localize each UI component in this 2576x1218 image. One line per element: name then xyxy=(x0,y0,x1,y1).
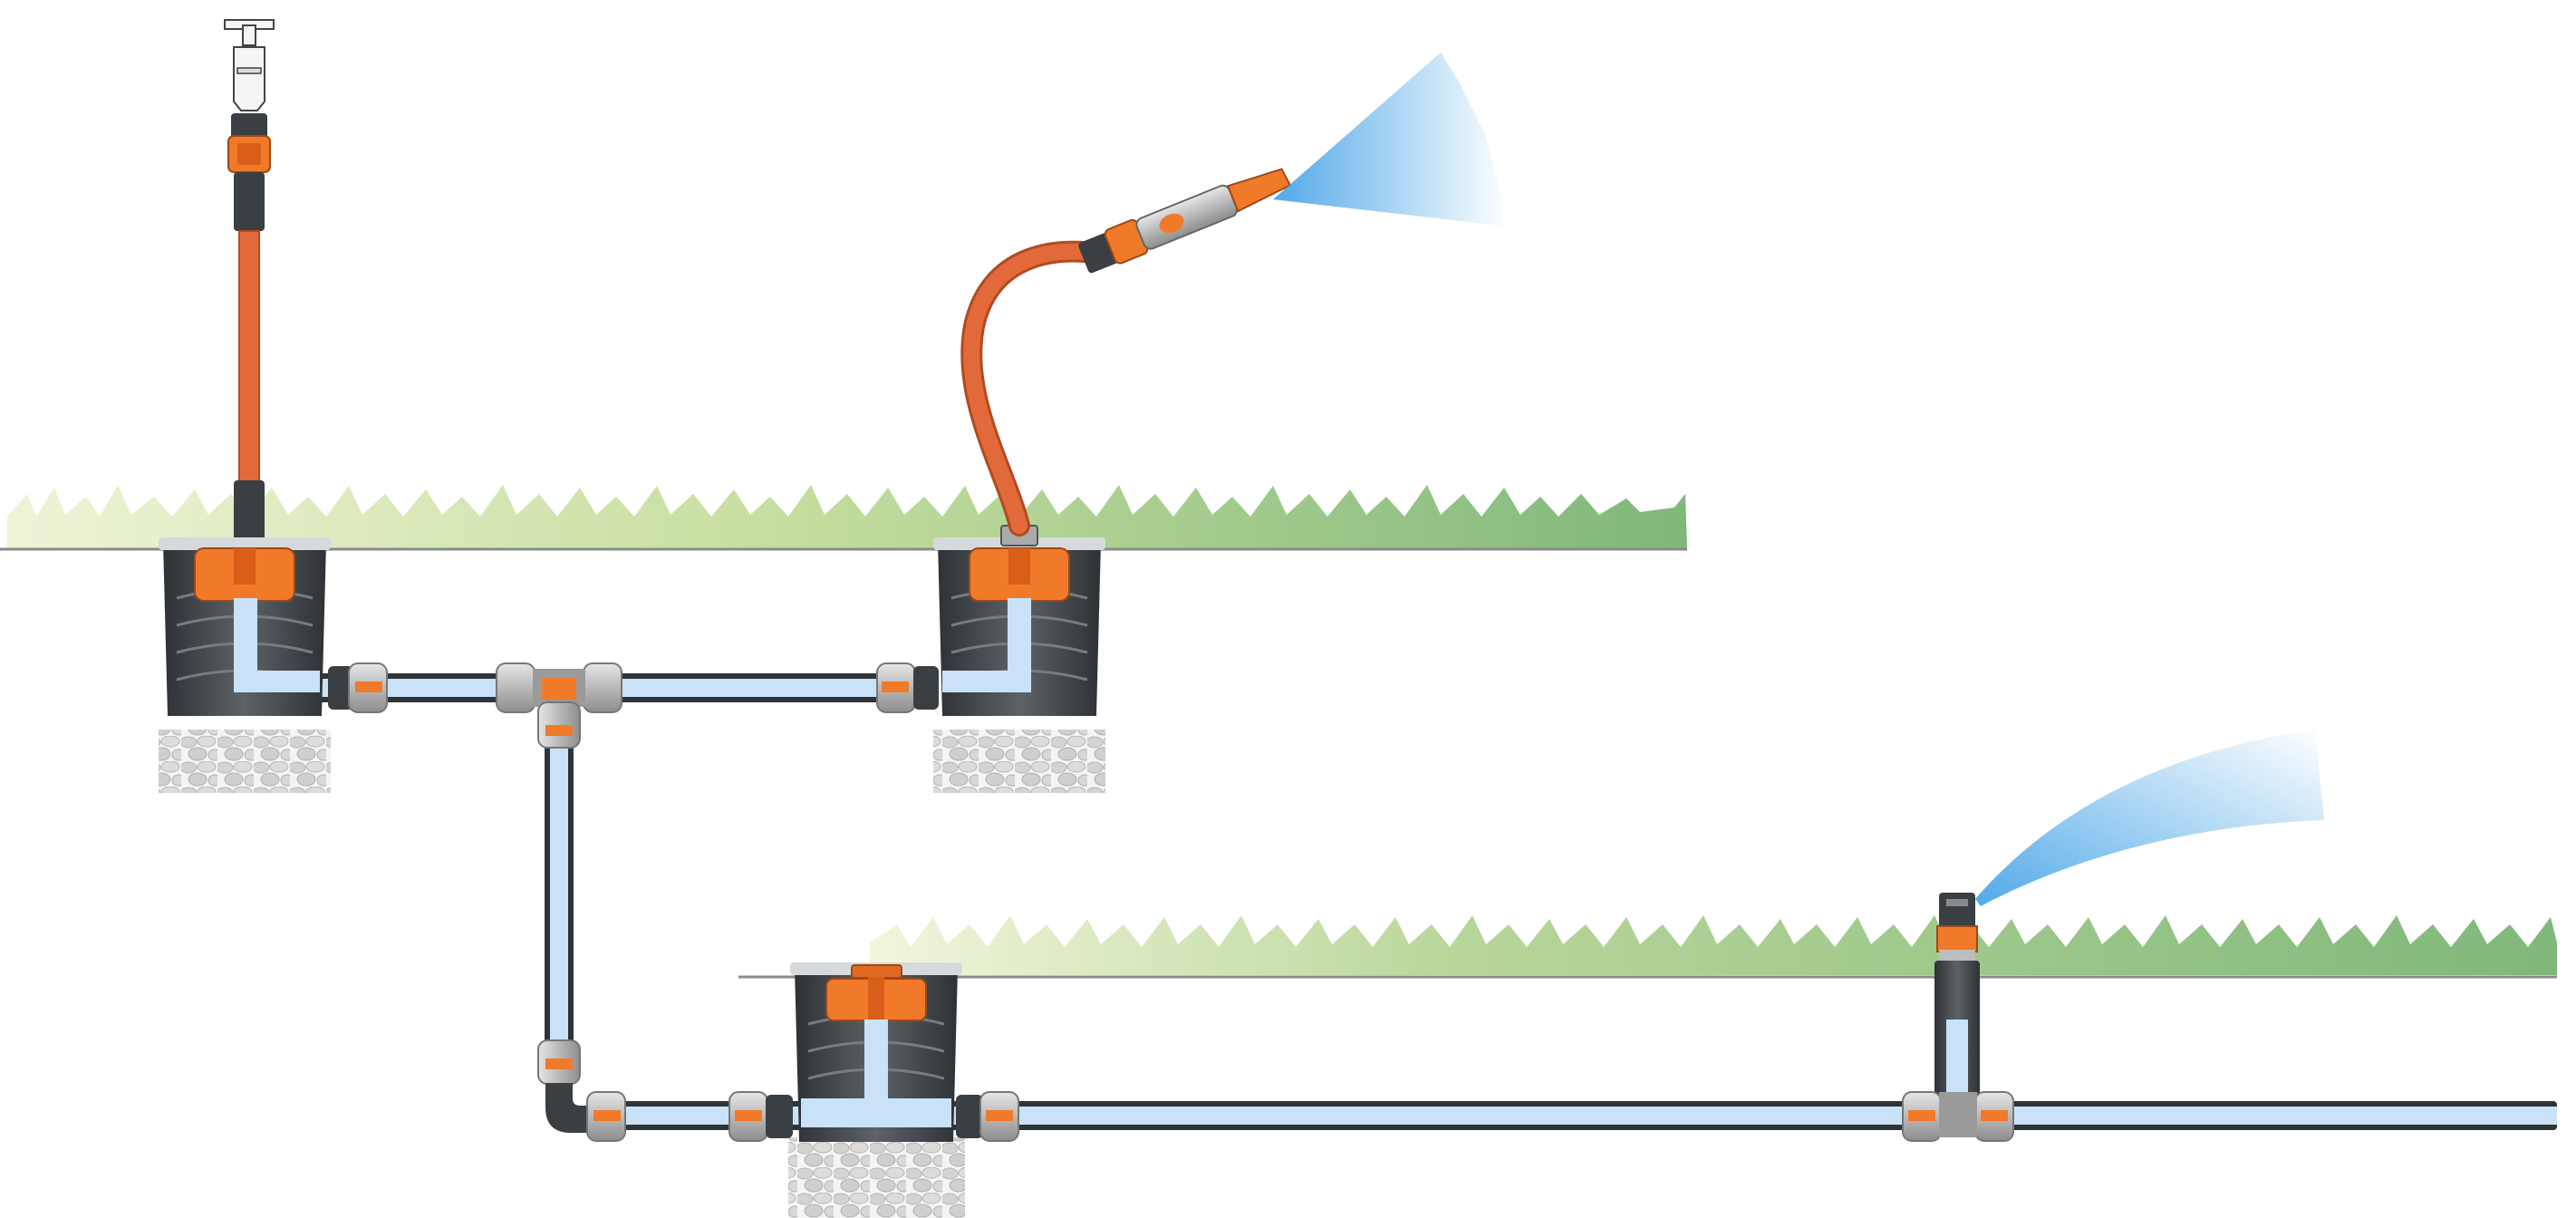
water-spray xyxy=(1273,53,1509,227)
shut-off-valve-box-icon xyxy=(728,962,1019,1218)
gravel-bed-icon xyxy=(933,730,1105,793)
hose-to-tap xyxy=(234,230,265,544)
gravel-bed-icon xyxy=(159,730,331,793)
supply-pipe-lower xyxy=(589,1101,2557,1130)
spray-nozzle-icon xyxy=(1078,168,1292,274)
t-piece-icon xyxy=(496,662,622,749)
elbow-connector-icon xyxy=(537,1039,626,1142)
hose-to-nozzle xyxy=(960,240,1112,536)
pop-up-sprinkler-icon xyxy=(1902,893,2014,1142)
water-connection-box-icon xyxy=(933,525,1105,793)
grass-lower xyxy=(738,915,2557,979)
fitting-left-box xyxy=(328,662,388,713)
supply-pipe-vertical xyxy=(545,707,574,1078)
tap-icon xyxy=(224,19,275,111)
water-connection-box-icon xyxy=(159,537,331,793)
hose-connector-icon xyxy=(227,113,271,231)
fitting-right-box xyxy=(876,662,939,713)
gravel-bed-icon xyxy=(788,1137,965,1218)
sprinkler-spray xyxy=(1975,730,2324,906)
